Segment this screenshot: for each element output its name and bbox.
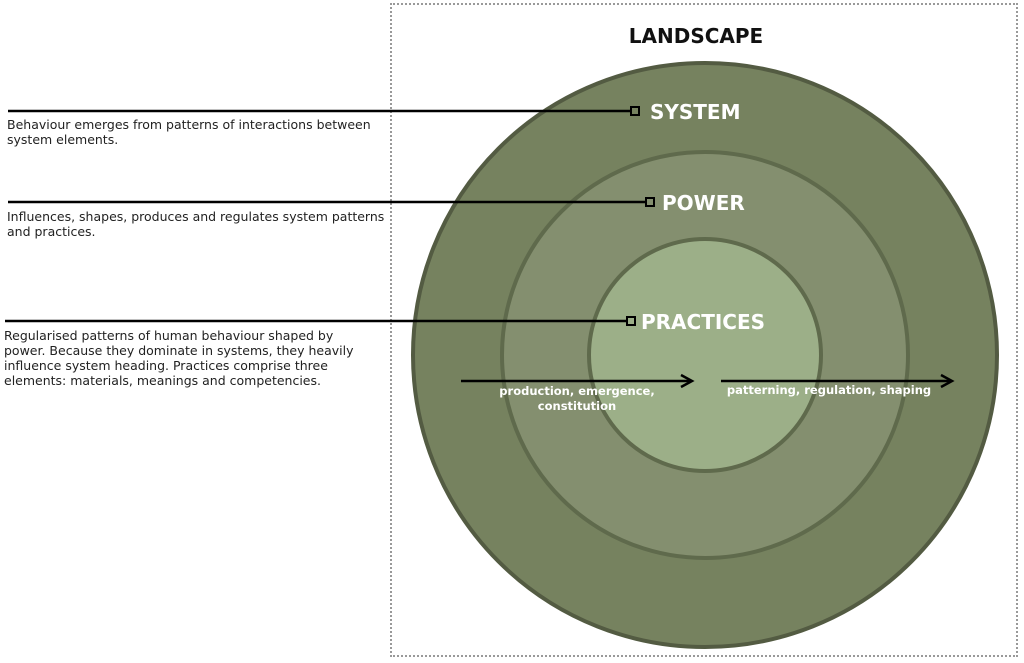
- arrow-inward-label-2: constitution: [538, 399, 616, 413]
- landscape-frame: [390, 3, 1018, 657]
- power-label: POWER: [662, 191, 745, 215]
- arrow-inward-label-1: production, emergence,: [499, 384, 654, 398]
- arrow-inward-head: [680, 373, 695, 389]
- power-description: Influences, shapes, produces and regulat…: [7, 209, 385, 239]
- practices-marker: [626, 316, 636, 326]
- system-description: Behaviour emerges from patterns of inter…: [7, 117, 371, 147]
- system-label: SYSTEM: [650, 100, 741, 124]
- practices-label: PRACTICES: [641, 310, 765, 334]
- practices-circle: [587, 237, 823, 473]
- practices-description: Regularised patterns of human behaviour …: [4, 328, 354, 388]
- system-marker: [630, 106, 640, 116]
- landscape-title: LANDSCAPE: [629, 24, 763, 48]
- arrow-outward-head: [940, 373, 955, 389]
- power-marker: [645, 197, 655, 207]
- arrow-outward-label: patterning, regulation, shaping: [727, 383, 931, 397]
